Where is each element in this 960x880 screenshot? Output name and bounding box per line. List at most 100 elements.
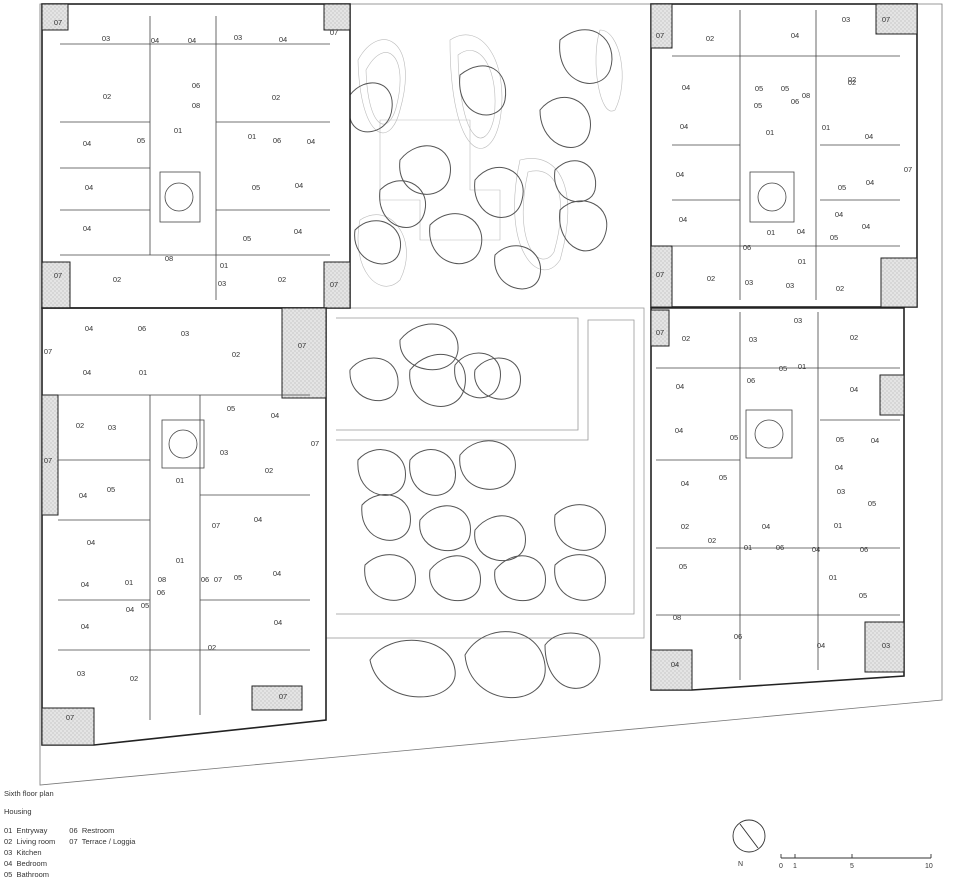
room-label: 05 <box>838 183 846 192</box>
room-label: 07 <box>54 271 62 280</box>
room-label: 05 <box>243 234 251 243</box>
room-label: 04 <box>83 368 91 377</box>
room-label: 04 <box>797 227 805 236</box>
legend-item: 06 Restroom <box>69 826 115 835</box>
room-label: 04 <box>274 618 282 627</box>
room-label: 07 <box>279 692 287 701</box>
room-label: 07 <box>212 521 220 530</box>
room-label: 02 <box>208 643 216 652</box>
room-label: 02 <box>103 92 111 101</box>
room-label: 07 <box>656 31 664 40</box>
room-label: 01 <box>125 578 133 587</box>
room-label: 04 <box>679 215 687 224</box>
legend-column-2: 06 Restroom 07 Terrace / Loggia <box>69 825 135 880</box>
room-label: 03 <box>745 278 753 287</box>
room-label: 01 <box>174 126 182 135</box>
room-label: 02 <box>706 34 714 43</box>
room-label: 07 <box>330 280 338 289</box>
room-label: 08 <box>673 613 681 622</box>
room-label: 02 <box>265 466 273 475</box>
room-label: 04 <box>762 522 770 531</box>
room-label: 04 <box>681 479 689 488</box>
room-label: 02 <box>708 536 716 545</box>
room-label: 06 <box>791 97 799 106</box>
room-label: 05 <box>859 591 867 600</box>
room-label: 02 <box>113 275 121 284</box>
room-label: 05 <box>836 435 844 444</box>
room-label: 04 <box>126 605 134 614</box>
room-label: 04 <box>81 580 89 589</box>
room-label: 06 <box>860 545 868 554</box>
room-label: 07 <box>44 347 52 356</box>
room-label: 04 <box>79 491 87 500</box>
room-label: 04 <box>835 210 843 219</box>
room-label: 05 <box>679 562 687 571</box>
legend: Sixth floor plan Housing 01 Entryway 02 … <box>4 788 135 880</box>
room-label: 04 <box>295 181 303 190</box>
room-label: 01 <box>834 521 842 530</box>
room-label: 01 <box>829 573 837 582</box>
scale-label-5: 5 <box>850 863 854 870</box>
room-label: 06 <box>157 588 165 597</box>
room-label: 04 <box>850 385 858 394</box>
room-label: 03 <box>882 641 890 650</box>
building-nw <box>41 3 351 309</box>
legend-item: 02 Living room <box>4 837 56 846</box>
room-label: 05 <box>719 473 727 482</box>
room-label: 07 <box>44 456 52 465</box>
room-label: 04 <box>835 463 843 472</box>
plan-title: Sixth floor plan <box>4 789 54 798</box>
room-label: 03 <box>794 316 802 325</box>
room-label: 04 <box>271 411 279 420</box>
room-label: 01 <box>767 228 775 237</box>
room-label: 05 <box>227 404 235 413</box>
legend-item: 01 Entryway <box>4 826 48 835</box>
room-label: 04 <box>865 132 873 141</box>
room-label: 04 <box>188 36 196 45</box>
room-label: 03 <box>218 279 226 288</box>
room-label: 04 <box>81 622 89 631</box>
contour-lines <box>357 29 623 287</box>
room-label: 02 <box>848 75 856 84</box>
room-label: 07 <box>54 18 62 27</box>
room-label: 07 <box>330 28 338 37</box>
scale-bar: 0 1 5 10 <box>779 854 933 870</box>
room-label: 04 <box>85 324 93 333</box>
room-label: 04 <box>676 382 684 391</box>
room-label: 07 <box>214 575 222 584</box>
room-label: 08 <box>165 254 173 263</box>
room-label: 04 <box>871 436 879 445</box>
plan-subtitle: Housing <box>4 807 32 816</box>
room-label: 05 <box>107 485 115 494</box>
room-label: 05 <box>755 84 763 93</box>
room-label: 05 <box>252 183 260 192</box>
room-label: 04 <box>862 222 870 231</box>
room-label: 02 <box>836 284 844 293</box>
room-label: 05 <box>137 136 145 145</box>
room-label: 02 <box>272 93 280 102</box>
room-label: 02 <box>278 275 286 284</box>
room-label: 03 <box>77 669 85 678</box>
room-label: 04 <box>812 545 820 554</box>
room-label: 04 <box>866 178 874 187</box>
room-label: 07 <box>298 341 306 350</box>
room-label: 04 <box>791 31 799 40</box>
building-ne <box>650 3 918 308</box>
room-label: 05 <box>781 84 789 93</box>
room-label: 05 <box>754 101 762 110</box>
room-label: 06 <box>138 324 146 333</box>
room-label: 04 <box>817 641 825 650</box>
site-boundary <box>39 3 943 786</box>
room-label: 08 <box>158 575 166 584</box>
room-label: 06 <box>201 575 209 584</box>
room-label: 05 <box>730 433 738 442</box>
legend-item: 04 Bedroom <box>4 859 47 868</box>
room-label: 03 <box>786 281 794 290</box>
room-label: 08 <box>192 101 200 110</box>
room-label: 02 <box>130 674 138 683</box>
room-label: 02 <box>707 274 715 283</box>
room-label: 06 <box>747 376 755 385</box>
building-sw <box>41 307 327 746</box>
room-label: 03 <box>749 335 757 344</box>
